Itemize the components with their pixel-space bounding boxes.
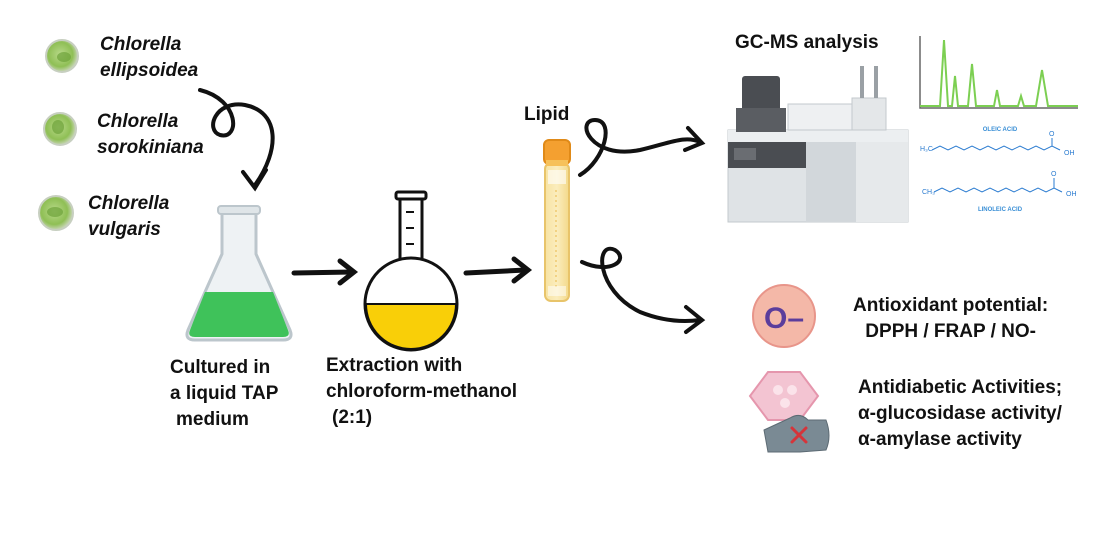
algae-cell-icon [38, 195, 74, 231]
linoleic-acid-structure [933, 178, 1063, 193]
algae-cell-icon [43, 112, 77, 146]
algae-cell-icon [45, 39, 79, 73]
lipid-label: Lipid [524, 104, 570, 125]
h3c-label: H₃C [920, 146, 933, 153]
culture-label: Cultured in a liquid TAP medium [170, 357, 279, 430]
chromatogram-icon [919, 36, 1078, 109]
species-label-sorokiniana: Chlorella sorokiniana [97, 111, 204, 158]
curly-arrow-icon [580, 246, 706, 334]
round-bottom-flask-icon [363, 190, 459, 352]
oh-label-1: OH [1064, 150, 1075, 157]
ch3-label: CH₃ [922, 189, 935, 196]
gcms-instrument-icon [727, 66, 909, 223]
species-label-ellipsoidea: Chlorella ellipsoidea [100, 34, 199, 81]
antioxidant-label: Antioxidant potential: DPPH / FRAP / NO- [853, 295, 1049, 342]
oleic-acid-structure [931, 138, 1061, 151]
test-tube-icon [543, 139, 571, 302]
antidiabetic-label: Antidiabetic Activities; α-glucosidase a… [858, 377, 1063, 450]
antioxidant-icon: O– [752, 284, 816, 348]
erlenmeyer-flask-icon [185, 205, 293, 342]
antioxidant-symbol: O– [764, 302, 804, 335]
oleic-acid-label: OLEIC ACID [983, 127, 1018, 133]
oh-label-2: OH [1066, 191, 1077, 198]
species-label-vulgaris: Chlorella vulgaris [88, 193, 170, 240]
gcms-label: GC-MS analysis [735, 32, 879, 53]
o-label-2: O [1051, 171, 1057, 178]
arrow-icon [291, 258, 359, 286]
extraction-label: Extraction with chloroform-methanol (2:1… [326, 355, 518, 428]
arrow-icon [463, 256, 533, 284]
enzyme-inhibition-icon [748, 371, 830, 453]
linoleic-acid-label: LINOLEIC ACID [978, 207, 1023, 213]
o-label-1: O [1049, 131, 1055, 138]
curly-arrow-icon [578, 117, 706, 177]
loop-arrow-icon [198, 88, 275, 192]
